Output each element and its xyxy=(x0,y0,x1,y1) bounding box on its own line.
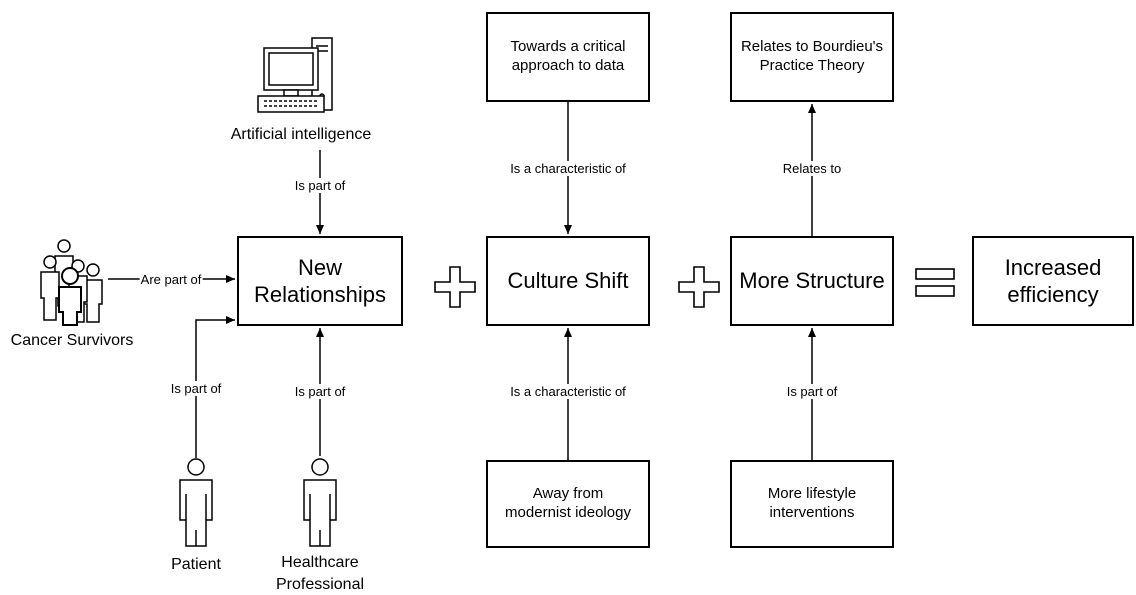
plus-icon xyxy=(434,266,476,308)
edge-label-survivors: Are part of xyxy=(139,272,203,287)
edge-patient-to-new xyxy=(195,316,235,458)
node-modernist: Away from modernist ideology xyxy=(486,460,650,548)
edge-label-patient: Is part of xyxy=(169,381,223,396)
person-icon xyxy=(303,458,337,547)
equals-icon xyxy=(915,268,955,297)
node-new-relationships: New Relationships xyxy=(237,236,403,326)
actor-ai-label: Artificial intelligence xyxy=(230,126,372,143)
plus-icon xyxy=(678,266,720,308)
edge-label-ai: Is part of xyxy=(293,178,347,193)
node-new-relationships-label: New Relationships xyxy=(253,254,387,308)
actor-cancer-survivors-label: Cancer Survivors xyxy=(10,332,134,349)
node-bourdieu: Relates to Bourdieu's Practice Theory xyxy=(730,12,894,102)
node-culture-shift: Culture Shift xyxy=(486,236,650,326)
person-icon xyxy=(179,458,213,547)
edge-label-hcp: Is part of xyxy=(293,384,347,399)
node-critical-approach-label: Towards a critical approach to data xyxy=(510,38,626,74)
actor-patient-label: Patient xyxy=(171,556,221,573)
node-lifestyle-label: More lifestyle interventions xyxy=(767,485,857,521)
edge-label-structure: Relates to xyxy=(781,161,843,176)
computer-icon xyxy=(257,37,333,113)
edge-label-lifestyle: Is part of xyxy=(785,384,839,399)
node-lifestyle: More lifestyle interventions xyxy=(730,460,894,548)
edge-label-modernist: Is a characteristic of xyxy=(509,384,627,399)
actor-healthcare-professional-label: Healthcare Professional xyxy=(275,554,365,593)
node-critical-approach: Towards a critical approach to data xyxy=(486,12,650,102)
edge-label-critical: Is a characteristic of xyxy=(509,161,627,176)
node-more-structure-label: More Structure xyxy=(739,268,885,294)
node-more-structure: More Structure xyxy=(730,236,894,326)
node-increased-efficiency: Increased efficiency xyxy=(972,236,1134,326)
node-increased-efficiency-label: Increased efficiency xyxy=(1004,254,1102,308)
people-group-icon xyxy=(40,239,103,326)
node-culture-shift-label: Culture Shift xyxy=(507,268,629,294)
node-bourdieu-label: Relates to Bourdieu's Practice Theory xyxy=(740,38,884,74)
node-modernist-label: Away from modernist ideology xyxy=(505,485,631,521)
